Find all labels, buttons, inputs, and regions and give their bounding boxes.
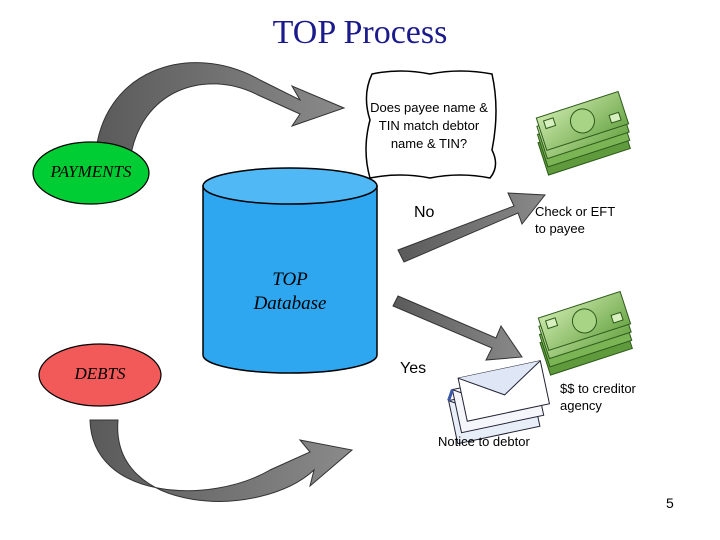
no-label: No <box>414 204 435 221</box>
no-arrow <box>397 192 546 263</box>
top-curved-arrow <box>94 62 346 161</box>
check-label-line-1: Check or EFT <box>535 204 616 219</box>
database-label: TOP Database <box>230 268 350 316</box>
creditor-label-line-1: $$ to creditor <box>560 381 636 396</box>
creditor-agency-label: $$ to creditor agency <box>560 380 636 414</box>
envelope-stack-icon <box>447 360 551 445</box>
database-cylinder <box>202 167 378 374</box>
bottom-curved-arrow <box>89 419 354 502</box>
question-line-1: Does payee name & <box>370 100 488 115</box>
page-title: TOP Process <box>272 14 448 51</box>
money-stack-icon <box>537 290 633 376</box>
question-callout-box <box>365 70 497 179</box>
creditor-label-line-2: agency <box>560 398 602 413</box>
yes-arrow <box>392 295 523 361</box>
payments-ellipse <box>32 141 150 205</box>
debts-ellipse <box>38 343 162 407</box>
question-line-3: name & TIN? <box>390 136 468 151</box>
payments-label: PAYMENTS <box>50 162 132 181</box>
debts-label: DEBTS <box>74 364 126 383</box>
yes-label: Yes <box>400 360 427 377</box>
database-label-line-1: TOP <box>272 269 308 290</box>
question-text: Does payee name & TIN match debtor name … <box>356 99 502 153</box>
page-number: 5 <box>666 495 674 511</box>
notice-to-debtor-label: Notice to debtor <box>438 434 530 449</box>
question-line-2: TIN match debtor <box>378 118 480 133</box>
money-stack-icon <box>535 90 631 176</box>
check-label-line-2: to payee <box>535 221 585 236</box>
database-label-line-2: Database <box>253 293 327 314</box>
check-or-eft-label: Check or EFT to payee <box>535 203 615 237</box>
